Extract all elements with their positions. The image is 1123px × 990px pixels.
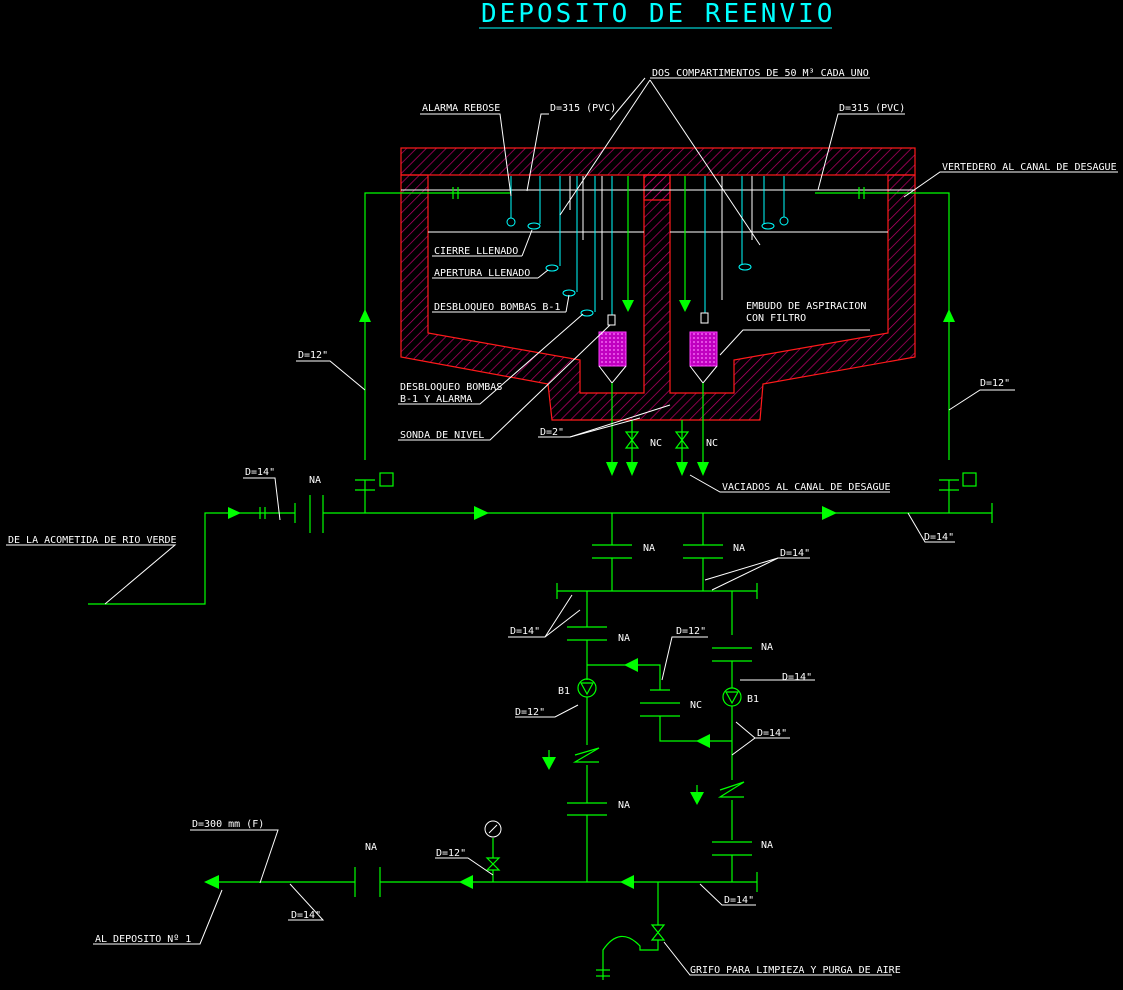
label-d2: D=2" [540,427,564,438]
label-weir: VERTEDERO AL CANAL DE DESAGUE [942,162,1117,173]
pump-drops [556,513,758,599]
right-pump-branch [690,591,752,882]
pressure-gauge-icon [484,820,502,838]
inlet-header [88,472,993,605]
label-pvc-left: D=315 (PVC) [550,103,616,114]
left-pump-branch [542,591,661,882]
label-d12-outlet: D=12" [436,848,466,859]
label-d14-right-pump: D=14" [782,672,812,683]
tank-top-slab [400,147,916,176]
label-close-fill: CIERRE LLENADO [434,246,518,257]
label-unlock-alarm-1: DESBLOQUEO BOMBAS [400,382,502,393]
bypass [640,689,732,748]
label-na-outlet: NA [365,842,377,853]
label-d12-left-pump: D=12" [515,707,545,718]
label-nc-bypass: NC [690,700,702,711]
label-funnel-2: CON FILTRO [746,313,806,324]
leader-lines [6,77,1118,976]
label-level-probe: SONDA DE NIVEL [400,430,484,441]
label-na-left-low: NA [618,800,630,811]
label-rio-verde: DE LA ACOMETIDA DE RIO VERDE [8,535,177,546]
right-instruments [700,176,789,324]
label-to-tank: AL DEPOSITO Nº 1 [95,934,191,945]
label-b1-right: B1 [747,694,759,705]
diagram-title: DEPOSITO DE REENVIO [481,0,835,29]
label-unlock-pumps: DESBLOQUEO BOMBAS B-1 [434,302,560,313]
label-tap: GRIFO PARA LIMPIEZA Y PURGA DE AIRE [690,965,901,976]
label-na-right-low: NA [761,840,773,851]
left-instruments [506,176,616,326]
drain-valves [606,383,709,476]
label-unlock-alarm-2: B-1 Y ALARMA [400,394,472,405]
label-open-fill: APERTURA LLENADO [434,268,530,279]
label-na-right-pump: NA [761,642,773,653]
label-d14-header: D=14" [780,548,810,559]
label-b1-left: B1 [558,686,570,697]
label-d14-outlet-right: D=14" [724,895,754,906]
label-funnel-1: EMBUDO DE ASPIRACION [746,301,866,312]
label-d14-outlet-left: D=14" [291,910,321,921]
label-d14-main: D=14" [924,532,954,543]
label-d300: D=300 mm (F) [192,819,264,830]
label-drains: VACIADOS AL CANAL DE DESAGUE [722,482,891,493]
label-d14-leftbranch: D=14" [510,626,540,637]
label-d14-right-mid: D=14" [757,728,787,739]
label-d12-right: D=12" [980,378,1010,389]
tank [400,147,916,421]
label-pvc-right: D=315 (PVC) [839,103,905,114]
label-na-left-drop: NA [643,543,655,554]
label-compartments: DOS COMPARTIMENTOS DE 50 M³ CADA UNO [652,68,869,79]
tank-pipes [359,176,955,460]
tank-divider [643,174,671,201]
tank-walls [400,174,916,421]
filter-left [598,331,627,367]
label-d12-left: D=12" [298,350,328,361]
outlet-header [204,820,758,980]
label-na-left-pump: NA [618,633,630,644]
filter-right [689,331,718,367]
label-d14-inlet: D=14" [245,467,275,478]
suction-filters [598,331,718,384]
label-nc-right: NC [706,438,718,449]
label-na-right-drop: NA [733,543,745,554]
label-na-inlet: NA [309,475,321,486]
label-d12-bypass: D=12" [676,626,706,637]
labels: DOS COMPARTIMENTOS DE 50 M³ CADA UNO ALA… [8,68,1117,976]
label-nc-left: NC [650,438,662,449]
label-overflow-alarm: ALARMA REBOSE [422,103,500,114]
